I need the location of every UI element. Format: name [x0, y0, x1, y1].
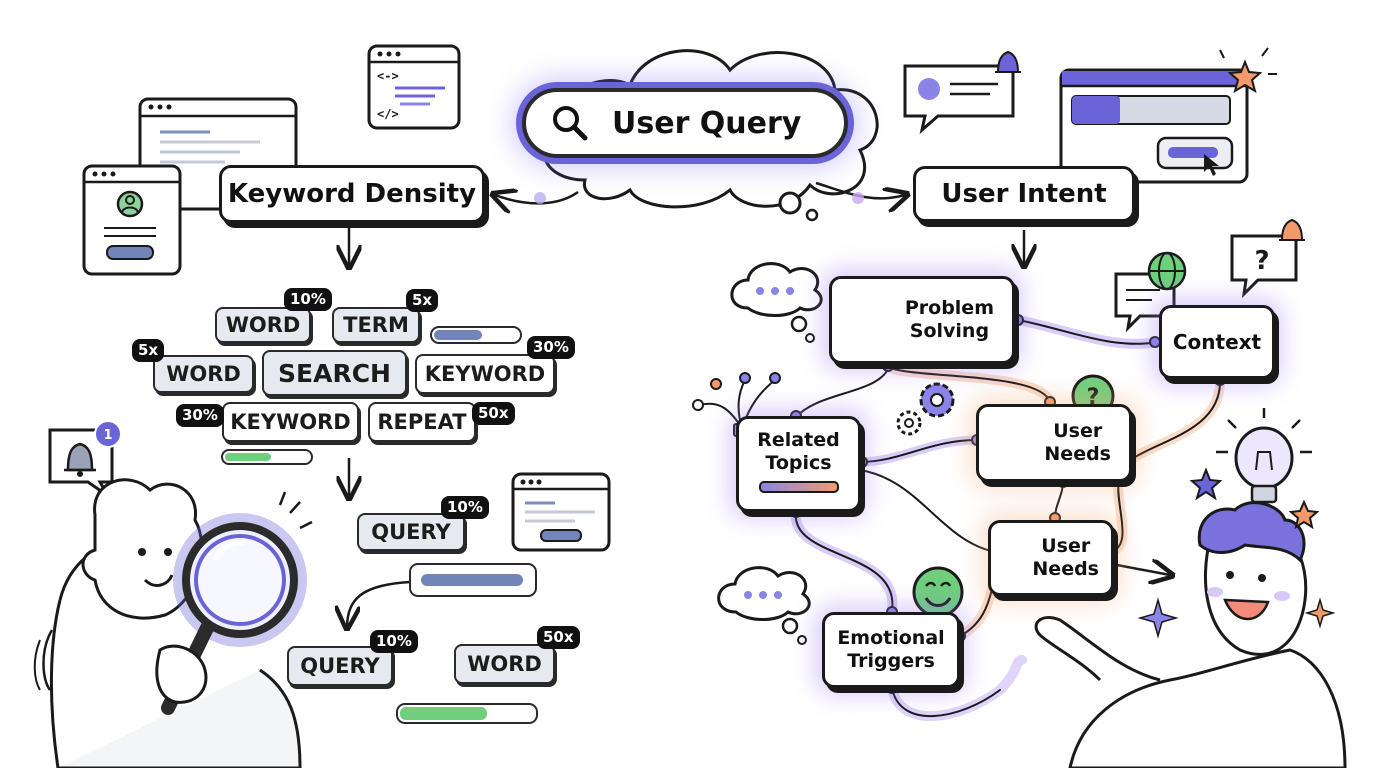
svg-text:1: 1 [103, 428, 112, 443]
node-related-topics[interactable]: Related Topics [736, 416, 861, 512]
badge-count: 50x [472, 402, 515, 425]
node-label: Problem Solving [904, 297, 994, 342]
chip-label: REPEAT [377, 410, 467, 434]
chip-search[interactable]: SEARCH [262, 350, 407, 396]
badge-percent: 10% [370, 630, 418, 653]
chip-label: WORD [467, 652, 542, 676]
badge-percent: 30% [527, 336, 575, 359]
chip-word-1[interactable]: WORD [215, 307, 311, 343]
progress-fill [434, 330, 483, 340]
chip-label: QUERY [371, 520, 451, 544]
node-problem-solving[interactable]: Problem Solving [829, 276, 1015, 364]
chip-label: WORD [225, 313, 301, 337]
chip-label: QUERY [300, 654, 380, 678]
node-user-needs-2[interactable]: User Needs [988, 520, 1114, 596]
chip-keyword-1[interactable]: KEYWORD [415, 354, 555, 394]
node-label: Emotional Triggers [837, 627, 945, 672]
chat-bubble-icon [903, 50, 1021, 135]
chip-term[interactable]: TERM [332, 307, 420, 343]
svg-text:?: ? [1254, 246, 1269, 276]
badge-count: 50x [537, 626, 580, 649]
chip-label: TERM [343, 313, 409, 337]
svg-text:</>: </> [377, 107, 399, 121]
badge-percent: 30% [176, 404, 224, 427]
badge-percent: 10% [284, 288, 332, 311]
node-label: User Needs [1044, 420, 1111, 465]
chip-repeat[interactable]: REPEAT [368, 402, 476, 442]
progress-fill [225, 453, 271, 461]
badge-percent: 10% [441, 496, 489, 519]
smiley-icon [912, 566, 964, 618]
progress-bar [396, 703, 538, 724]
chip-label: WORD [166, 362, 241, 386]
progress-bar [430, 326, 522, 344]
keyword-density-heading: Keyword Density [219, 165, 485, 223]
progress-bar [221, 449, 313, 465]
progress-fill [400, 707, 487, 720]
code-window-icon: <-> </> [367, 44, 461, 130]
user-intent-label: User Intent [941, 179, 1107, 209]
keyword-density-label: Keyword Density [227, 179, 477, 209]
progress-fill [421, 574, 523, 586]
user-query-label: User Query [612, 105, 802, 141]
svg-text:<->: <-> [377, 69, 399, 83]
searcher-character [33, 478, 313, 768]
chip-label: SEARCH [278, 358, 391, 388]
chip-label: KEYWORD [424, 362, 546, 386]
notification-bell-icon: 1 [48, 420, 122, 498]
node-emotional-triggers[interactable]: Emotional Triggers [822, 612, 960, 688]
search-icon [553, 106, 588, 141]
presenter-character [1034, 408, 1347, 768]
help-bubble-icon: ? [1230, 218, 1305, 299]
chip-query-1[interactable]: QUERY [357, 513, 465, 551]
input-field-bar [409, 563, 537, 597]
chip-keyword-2[interactable]: KEYWORD [222, 402, 359, 442]
node-label: Related Topics [757, 429, 840, 474]
browser-cursor-icon [1059, 47, 1277, 184]
svg-text:?: ? [1087, 385, 1100, 410]
badge-count: 5x [132, 339, 165, 362]
node-user-needs-1[interactable]: User Needs [976, 404, 1132, 482]
intent-network-wires [790, 315, 1225, 722]
user-intent-heading: User Intent [913, 166, 1135, 222]
chip-word-2[interactable]: WORD [153, 355, 254, 393]
topic-bar [758, 481, 839, 493]
small-browser-icon [511, 472, 611, 552]
user-query-box[interactable]: User Query [522, 88, 848, 158]
node-label: Context [1172, 330, 1262, 354]
node-context[interactable]: Context [1159, 305, 1275, 379]
node-label: User Needs [1032, 535, 1099, 580]
profile-window-icon [82, 164, 182, 276]
badge-count: 5x [406, 289, 439, 312]
chip-word-3[interactable]: WORD [454, 644, 555, 684]
gear-icons [896, 382, 955, 436]
thought-cloud-icons [717, 262, 823, 645]
chip-label: KEYWORD [230, 410, 351, 434]
